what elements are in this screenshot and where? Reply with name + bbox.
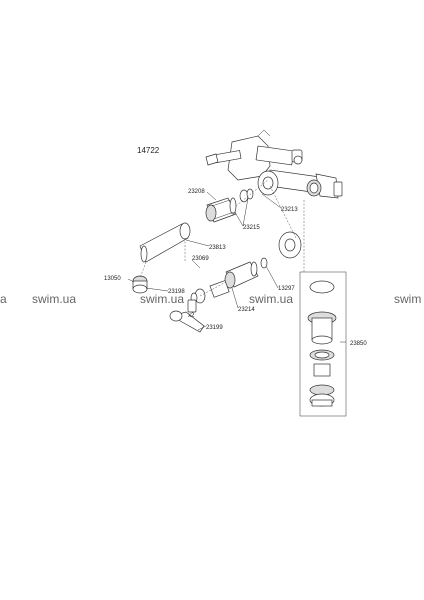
- escutcheon-23213: [257, 170, 279, 196]
- label-23208: 23208: [188, 189, 205, 195]
- assembly-guide-lines: [139, 179, 305, 297]
- label-23214: 23214: [238, 307, 255, 313]
- watermark-fragment-right: swim: [394, 292, 421, 306]
- flange-13297: [278, 231, 302, 259]
- watermark-1: swim.ua: [32, 292, 76, 306]
- label-23215: 23215: [243, 225, 260, 231]
- aerator-13050: [132, 275, 148, 294]
- watermark-3: swim.ua: [249, 292, 293, 306]
- cartridge-23214: [209, 257, 268, 298]
- cartridge-23208: [205, 197, 237, 223]
- o-rings-23215: [239, 188, 254, 203]
- leader-lines: [127, 191, 346, 343]
- watermark-2: swim.ua: [140, 292, 184, 306]
- diagram-title: 14722: [137, 146, 160, 155]
- label-13050: 13050: [104, 276, 121, 282]
- label-23850: 23850: [350, 341, 367, 347]
- label-23198: 23198: [168, 289, 185, 295]
- label-23199: 23199: [206, 325, 223, 331]
- waste-assembly-23850: [299, 271, 347, 417]
- spout-23813: [139, 222, 191, 263]
- label-23213: 23213: [281, 207, 298, 213]
- label-23069: 23069: [192, 256, 209, 262]
- valve-body: [205, 129, 343, 199]
- watermark-fragment-left: a: [0, 292, 7, 306]
- label-x2: x2: [188, 313, 195, 319]
- handle-23199: [169, 299, 205, 333]
- label-23813: 23813: [209, 245, 226, 251]
- label-13297: 13297: [278, 286, 295, 292]
